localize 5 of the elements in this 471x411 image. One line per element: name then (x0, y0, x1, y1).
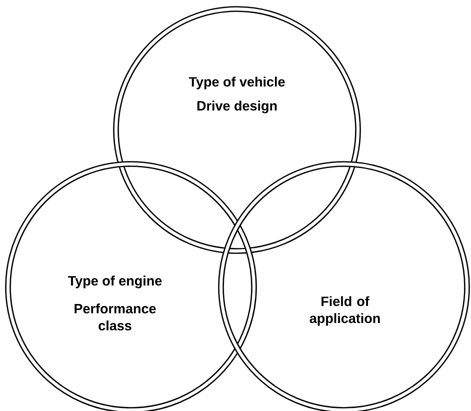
circle-label: Type of vehicle (188, 76, 285, 90)
circle-label: Type of engine (68, 276, 162, 288)
circle-label: Performance class (74, 304, 156, 330)
circle-label: Field of application (310, 296, 380, 326)
circle-label: Drive design (197, 100, 277, 114)
